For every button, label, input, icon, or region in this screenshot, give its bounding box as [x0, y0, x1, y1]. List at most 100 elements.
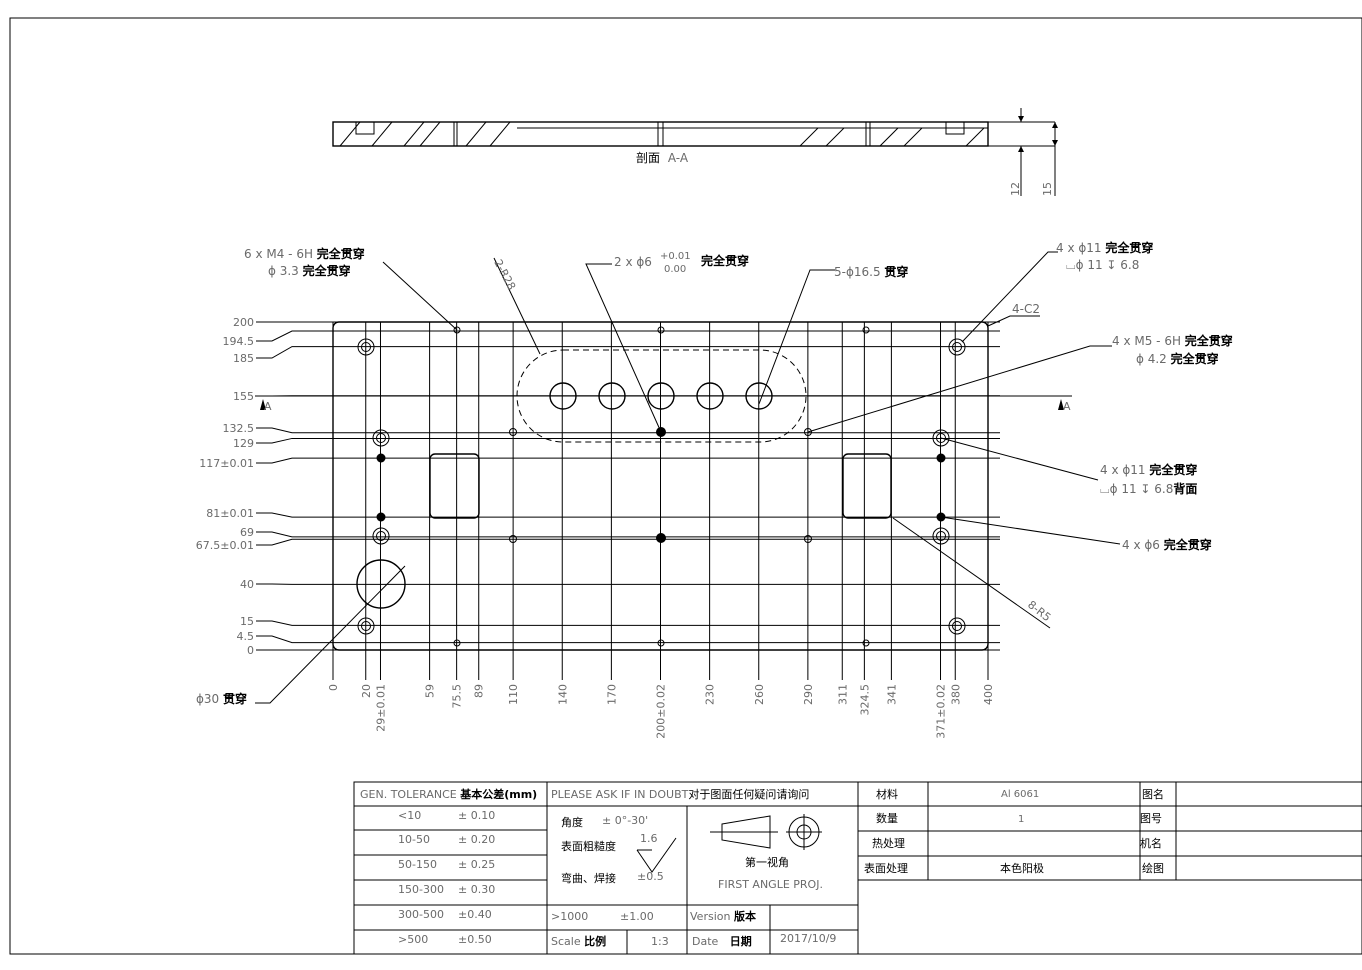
section-mark-right: A: [1063, 400, 1071, 413]
y-dimension-label: 200: [233, 316, 254, 329]
x-dimension-label: 59: [424, 684, 437, 698]
x-dimension-label: 200±0.02: [655, 684, 668, 739]
tb-ask-cn: 对于图面任何疑问请询问: [688, 787, 809, 801]
tolerance-range: 50-150: [398, 858, 437, 871]
callout-phi6tol-lower: 0.00: [664, 264, 686, 275]
callout-phi6tol-plain: 2 x ϕ6: [614, 255, 652, 269]
callout-m5-line2: ϕ 4.2 完全贯穿: [1136, 351, 1219, 366]
y-dimension-label: 0: [247, 644, 254, 657]
callout-phi11top-line2: ⌴ϕ 11 ↧ 6.8: [1066, 258, 1139, 272]
callout-m5-line1: 4 x M5 - 6H 完全贯穿: [1112, 333, 1233, 348]
section-thickness-12: 12: [1009, 182, 1022, 196]
callout-phi30-bold: 贯穿: [223, 691, 247, 706]
x-dimension-label: 324.5: [858, 684, 871, 716]
callout-m4-line1-plain: 6 x M4 - 6H: [244, 247, 317, 261]
callout-phi11back-line2: ⌴ϕ 11 ↧ 6.8背面: [1100, 481, 1197, 496]
callout-phi11top-line1-plain: 4 x ϕ11: [1056, 241, 1105, 255]
callout-phi30: ϕ30 贯穿: [196, 691, 247, 706]
tolerance-value: ± 0.10: [458, 809, 495, 822]
tb-proj-en: FIRST ANGLE PROJ.: [718, 878, 823, 891]
tb-date: Date 日期: [692, 934, 752, 948]
tb-machine-label: 机名: [1140, 836, 1162, 850]
x-dimension-label: 311: [836, 684, 849, 705]
x-dimension-label: 290: [802, 684, 815, 705]
callout-phi6: 4 x ϕ6 完全贯穿: [1122, 537, 1212, 552]
first-angle-projection-icon: [710, 814, 822, 850]
tolerance-range: 150-300: [398, 883, 444, 896]
section-thickness-15: 15: [1041, 182, 1054, 196]
tb-drawing-name-label: 图名: [1142, 787, 1164, 801]
y-dimension-line: [256, 347, 1000, 358]
callout-phi165-plain: 5-ϕ16.5: [834, 265, 884, 279]
plate-view: A A: [255, 322, 1072, 650]
x-dimension-label: 140: [556, 684, 569, 705]
y-dimension-label: 81±0.01: [206, 507, 254, 520]
tb-rough-value: 1.6: [640, 832, 658, 845]
y-dimension-label: 194.5: [223, 335, 255, 348]
tolerance-value: ± 0.25: [458, 858, 495, 871]
section-label-ref: A-A: [668, 151, 689, 165]
callout-phi6-bold: 完全贯穿: [1164, 537, 1212, 552]
x-dimension-label: 75.5: [451, 684, 464, 709]
tb-ask-en: PLEASE ASK IF IN DOUBT: [551, 788, 689, 801]
tb-qty-value: 1: [1018, 814, 1024, 825]
tb-version-label: Version: [690, 910, 730, 923]
callout-phi11back-line2-plain: ⌴ϕ 11 ↧ 6.8: [1100, 482, 1173, 496]
y-dimension-labels: 200194.5185155132.5129117±0.0181±0.01696…: [196, 316, 254, 657]
tb-over1000: >1000: [551, 910, 588, 923]
y-dimension-label: 155: [233, 390, 254, 403]
tolerance-range: 300-500: [398, 908, 444, 921]
tb-scale-label-cn: 比例: [584, 934, 606, 948]
callout-phi11back-line1-plain: 4 x ϕ11: [1100, 463, 1149, 477]
x-dimension-label: 380: [949, 684, 962, 705]
y-dimension-label: 117±0.01: [199, 457, 254, 470]
callout-m5-line2-plain: ϕ 4.2: [1136, 352, 1171, 366]
y-dimension-line: [256, 539, 1000, 545]
tb-angle-value: ± 0°-30': [602, 814, 648, 827]
tb-drawn-label: 绘图: [1142, 861, 1164, 875]
section-label: 剖面 A-A: [636, 151, 689, 165]
tb-qty-label: 数量: [876, 812, 898, 825]
callout-phi11top-line1: 4 x ϕ11 完全贯穿: [1056, 240, 1153, 255]
x-dimension-label: 110: [507, 684, 520, 705]
tapped-holes: [454, 327, 869, 646]
tb-heat-label: 热处理: [872, 837, 905, 850]
x-dimension-label: 400: [982, 684, 995, 705]
tb-surface-value: 本色阳极: [1000, 861, 1044, 875]
tolerance-range: <10: [398, 809, 421, 822]
tb-bend-value: ±0.5: [637, 870, 664, 883]
x-dimension-label: 371±0.02: [935, 684, 948, 739]
x-dimension-label: 29±0.01: [374, 684, 387, 732]
section-label-cn: 剖面: [636, 151, 660, 165]
callout-phi30-plain: ϕ30: [196, 692, 223, 706]
y-dimension-line: [256, 636, 1000, 643]
x-dimension-label: 89: [473, 684, 486, 698]
callout-phi6tol-upper: +0.01: [660, 251, 691, 262]
y-dimension-label: 15: [240, 615, 254, 628]
tb-drawing-no-label: 图号: [1140, 812, 1162, 825]
y-dimension-label: 132.5: [223, 422, 255, 435]
callout-m4-line1-bold: 完全贯穿: [317, 246, 365, 261]
tb-gen-tol-en: GEN. TOLERANCE: [360, 788, 457, 801]
ordinate-lines: [256, 322, 1000, 680]
y-dimension-label: 69: [240, 526, 254, 539]
callout-phi6tol: 2 x ϕ6: [614, 255, 652, 269]
y-dimension-label: 40: [240, 578, 254, 591]
callout-phi11back-line1-bold: 完全贯穿: [1149, 462, 1197, 477]
tb-version-label-cn: 版本: [734, 909, 756, 923]
callout-m5-line1-plain: 4 x M5 - 6H: [1112, 334, 1185, 348]
tb-scale-label: Scale: [551, 935, 581, 948]
tb-date-label-cn: 日期: [730, 934, 752, 948]
tb-scale: Scale 比例: [551, 934, 606, 948]
window-right: [843, 454, 891, 518]
callout-m4-line1: 6 x M4 - 6H 完全贯穿: [244, 246, 365, 261]
callout-c2: 4-C2: [1012, 302, 1040, 316]
callout-m5-line1-bold: 完全贯穿: [1185, 333, 1233, 348]
callout-phi6-plain: 4 x ϕ6: [1122, 538, 1164, 552]
window-left: [430, 454, 479, 518]
tb-material-label: 材料: [876, 787, 898, 801]
section-mark-left: A: [264, 400, 272, 413]
y-dimension-line: [256, 428, 1000, 433]
callout-phi11back-line1: 4 x ϕ11 完全贯穿: [1100, 462, 1197, 477]
x-dimension-label: 230: [704, 684, 717, 705]
